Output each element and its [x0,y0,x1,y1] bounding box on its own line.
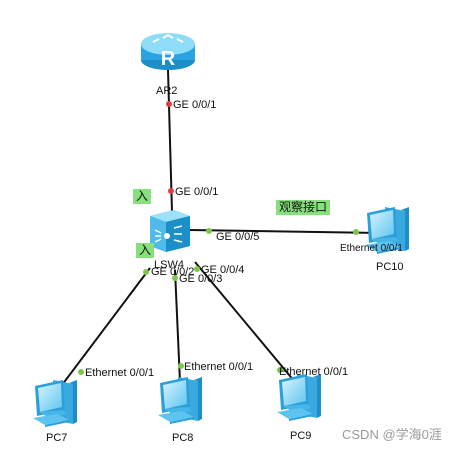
port-dot-sw-ge003 [172,275,178,281]
watermark: CSDN @学海0涯 [342,427,442,442]
inbound-tag-left: 入 [136,243,155,258]
link-lsw4-pc9[interactable] [194,261,296,383]
link-lsw4-pc7[interactable] [61,267,151,386]
pc7-icon[interactable] [33,380,77,427]
port-dot-pc9 [277,367,283,373]
port-label-sw-ge003: GE 0/0/3 [179,273,223,285]
router-icon[interactable]: R [141,33,195,70]
link-lsw4-pc10[interactable] [189,229,381,234]
switch-icon[interactable] [150,210,190,252]
observe-port-tag: 观察接口 [276,200,331,215]
port-dot-sw-ge004 [194,266,200,272]
port-label-sw-ge002: GE 0/0/2 [151,266,195,278]
port-dot-ar2 [166,101,172,107]
port-label-sw-ge004: GE 0/0/4 [201,264,245,276]
port-dot-pc8 [178,363,184,369]
pc7-name: PC7 [46,432,68,444]
svg-text:R: R [161,48,176,70]
links [61,69,381,386]
link-lsw4-pc8[interactable] [174,269,181,383]
port-label-sw-ge001: GE 0/0/1 [175,186,219,198]
port-label-sw-ge005: GE 0/0/5 [216,231,260,243]
port-label-pc7-eth: Ethernet 0/0/1 [85,367,155,379]
pc9-name: PC9 [290,430,312,442]
port-label-ar2-ge001: GE 0/0/1 [173,99,217,111]
port-label-pc9-eth: Ethernet 0/0/1 [279,366,349,378]
pc8-name: PC8 [172,432,194,444]
pc9-icon[interactable] [277,374,321,421]
port-dots [78,101,359,375]
port-dot-sw-ge001 [168,188,174,194]
port-label-pc10-eth: Ethernet 0/0/1 [340,243,403,254]
port-dot-pc7 [78,369,84,375]
port-label-pc8-eth: Ethernet 0/0/1 [184,361,254,373]
router-name: AR2 [156,85,178,97]
pc8-icon[interactable] [158,377,202,424]
port-dot-sw-ge002 [143,269,149,275]
pc10-name: PC10 [376,261,404,273]
port-dot-sw-ge005 [206,228,212,234]
port-dot-pc10 [353,229,359,235]
switch-name: LSW4 [154,259,184,271]
inbound-tag-top: 入 [133,189,152,204]
